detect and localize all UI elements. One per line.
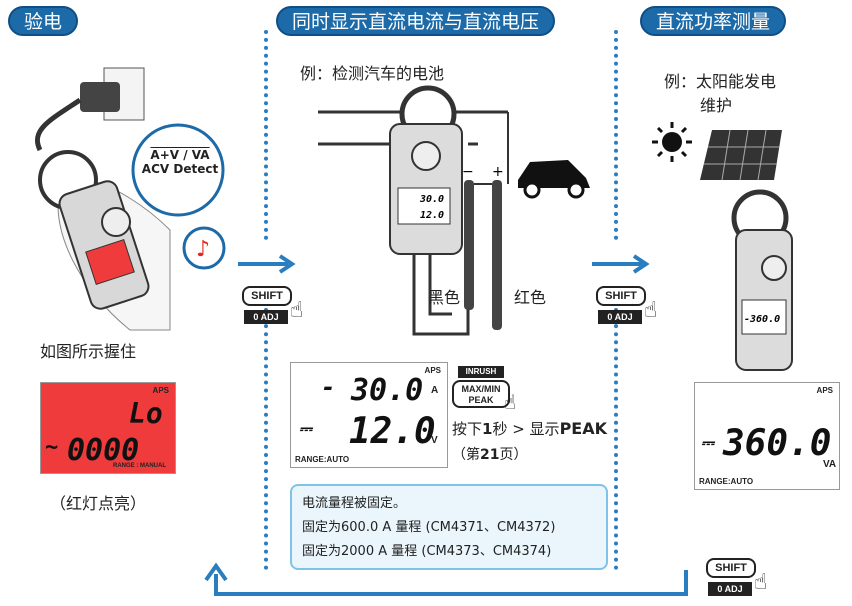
lcd-center-range: RANGE:AUTO <box>295 455 350 464</box>
press-instruction: 按下1秒 > 显示PEAK <box>452 418 607 439</box>
inrush-label: INRUSH <box>458 366 504 378</box>
section-verify-header: 验电 <box>8 6 79 36</box>
press-text-b: 秒 > 显示 <box>492 420 560 438</box>
note-line-3: 固定为2000 A 量程 (CM4373、CM4374) <box>302 544 552 559</box>
hand-pointer-icon: ☝ <box>644 298 658 323</box>
lcd-right-range: RANGE:AUTO <box>699 477 754 486</box>
hand-pointer-icon: ☝ <box>290 298 304 323</box>
example-solar-line1: 例：太阳能发电 <box>664 72 777 91</box>
section-simultaneous-header: 同时显示直流电流与直流电压 <box>276 6 556 36</box>
detect-label-line1: A+V / VA <box>150 148 210 162</box>
meter-center-display-1: 30.0 <box>419 194 444 205</box>
press-text-bold2: PEAK <box>559 419 607 438</box>
adj-key-label: 0 ADJ <box>244 310 288 324</box>
lcd-center-dc-symbol: ⎓ <box>299 419 312 438</box>
press-text-a: 按下 <box>452 420 483 438</box>
lcd-right-dc-symbol: ⎓ <box>701 433 714 452</box>
note-line-2: 固定为600.0 A 量程 (CM4371、CM4372) <box>302 520 556 535</box>
page-ref-bold: 21 <box>480 447 500 463</box>
divider-right-top <box>614 30 618 240</box>
meter-center-display-2: 12.0 <box>420 210 444 221</box>
divider-left-top <box>264 30 268 240</box>
lcd-right-aps: APS <box>816 386 833 395</box>
shift-adj-button-1[interactable]: SHIFT 0 ADJ ☝ <box>242 286 304 334</box>
lamp-caption: （红灯点亮） <box>50 494 147 513</box>
lcd-center-panel: APS - 30.0 A ⎓ 12.0 V RANGE:AUTO <box>290 362 448 468</box>
maxmin-peak-button[interactable]: INRUSH MAX/MIN PEAK ☝ <box>452 366 522 416</box>
detect-label-line2: ACV Detect <box>141 162 219 176</box>
note-line-1: 电流量程被固定。 <box>302 496 407 511</box>
battery-measurement-illustration: 30.0 12.0 − + <box>318 85 590 336</box>
lcd-left-tilde: ~ <box>45 435 59 460</box>
svg-text:+: + <box>492 164 504 180</box>
shift-adj-button-3[interactable]: SHIFT 0 ADJ ☝ <box>706 558 768 606</box>
adj-key-label: 0 ADJ <box>708 582 752 596</box>
shift-adj-button-2[interactable]: SHIFT 0 ADJ ☝ <box>596 286 658 334</box>
svg-text:−: − <box>462 164 474 180</box>
example-battery: 例：检测汽车的电池 <box>300 64 445 83</box>
divider-left-bottom <box>264 300 268 570</box>
lcd-center-voltage-unit: V <box>431 435 438 446</box>
black-lead-label: 黑色 <box>428 288 461 307</box>
range-note-box: 电流量程被固定。 固定为600.0 A 量程 (CM4371、CM4372) 固… <box>290 484 608 570</box>
lcd-right-panel: APS ⎓ 360.0 VA RANGE:AUTO <box>694 382 840 490</box>
maxmin-key: MAX/MIN PEAK <box>452 380 510 408</box>
arrow-right-1 <box>238 254 296 274</box>
lcd-center-aps: APS <box>424 366 441 375</box>
lcd-left-range: RANGE : MANUAL <box>113 463 166 469</box>
lcd-left-panel: APS Lo ~ 0000 RANGE : MANUAL <box>40 382 176 474</box>
shift-key-label: SHIFT <box>242 286 292 306</box>
hand-pointer-icon: ☝ <box>754 570 768 595</box>
lcd-right-power-unit: VA <box>823 459 837 470</box>
svg-text:♪: ♪ <box>196 237 210 262</box>
red-lead-label: 红色 <box>514 288 547 307</box>
page-ref-b: 页） <box>499 447 528 463</box>
lcd-center-current: 30.0 <box>351 373 424 408</box>
lcd-left-reading2: 0000 <box>67 433 140 468</box>
press-text-bold1: 1 <box>482 420 493 438</box>
lcd-center-voltage: 12.0 <box>349 411 436 452</box>
shift-key-label: SHIFT <box>596 286 646 306</box>
voltage-detect-illustration: ♪ <box>35 67 226 331</box>
hand-pointer-icon: ☝ <box>504 390 517 414</box>
peak-key-label: PEAK <box>468 395 494 405</box>
hold-caption: 如图所示握住 <box>40 342 137 361</box>
example-solar-line2: 维护 <box>700 96 733 115</box>
maxmin-label: MAX/MIN <box>461 384 501 394</box>
page-ref-a: （第 <box>452 447 480 463</box>
detect-label: A+V / VA ACV Detect <box>140 148 220 176</box>
lcd-center-current-unit: A <box>431 385 439 396</box>
lcd-left-aps: APS <box>152 386 169 395</box>
lcd-right-power: 360.0 <box>723 423 832 464</box>
return-arrow <box>204 562 688 596</box>
arrow-right-2 <box>592 254 650 274</box>
page-reference: （第21页） <box>452 444 527 464</box>
divider-right-bottom <box>614 300 618 570</box>
section-dc-power-header: 直流功率测量 <box>640 6 787 36</box>
meter-right-display: -360.0 <box>744 314 780 325</box>
solar-measurement-illustration: -360.0 <box>652 122 793 371</box>
adj-key-label: 0 ADJ <box>598 310 642 324</box>
lcd-left-reading1: Lo <box>129 397 163 430</box>
shift-key-label: SHIFT <box>706 558 756 578</box>
lcd-center-minus: - <box>321 373 336 401</box>
